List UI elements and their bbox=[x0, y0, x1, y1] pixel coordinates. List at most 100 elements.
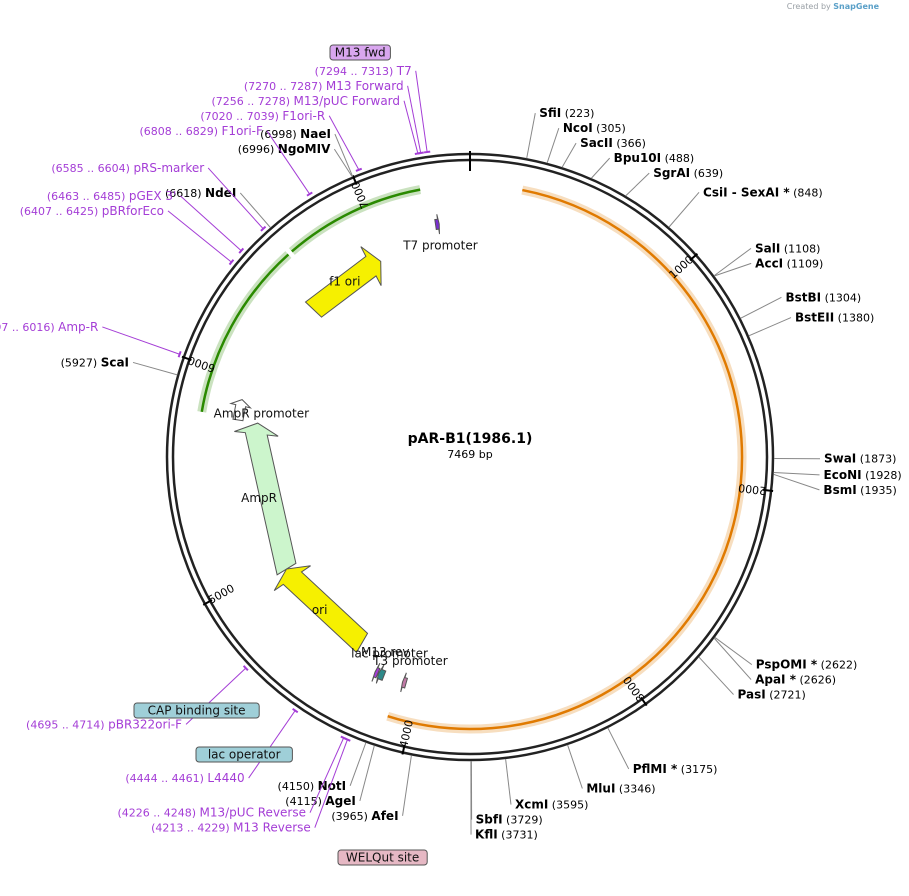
feature-arrow-f1-ori bbox=[304, 246, 382, 318]
enzyme-pos: (4115) bbox=[285, 795, 325, 808]
enzyme-leader-mlui bbox=[567, 744, 583, 789]
enzyme-pos: (3731) bbox=[498, 829, 538, 842]
primer-name: pBRforEco bbox=[102, 204, 164, 218]
primer-label-amp-r: (5997 .. 6016) Amp-R bbox=[0, 320, 98, 334]
plasmid-backbone bbox=[165, 151, 775, 762]
tick-mark-6000 bbox=[181, 355, 192, 361]
primer-name: L4440 bbox=[207, 771, 244, 785]
box-label-cap-binding-site: CAP binding site bbox=[148, 704, 246, 718]
primer-name: T7 bbox=[396, 64, 412, 78]
tick-label-7000: 7000 bbox=[349, 180, 372, 211]
enzyme-leader-xcmi bbox=[505, 758, 512, 805]
enzyme-pos: (848) bbox=[790, 186, 823, 199]
tick-mark-2000 bbox=[763, 488, 774, 492]
primer-label-pgex-3: (6463 .. 6485) pGEX 3' bbox=[47, 189, 177, 203]
snapgene-credit: Created by SnapGene bbox=[787, 2, 879, 11]
feature-label-f1-ori: f1 ori bbox=[329, 275, 360, 289]
enzyme-name: CsiI - SexAI * bbox=[703, 185, 790, 199]
enzyme-name: PasI bbox=[738, 688, 766, 702]
enzyme-leader-sacii bbox=[561, 142, 577, 168]
enzyme-pos: (366) bbox=[613, 137, 646, 150]
enzyme-label-sacii: SacII (366) bbox=[580, 136, 646, 150]
primer-name: pGEX 3' bbox=[129, 189, 176, 203]
enzyme-label-pflmi: PflMI * (3175) bbox=[633, 762, 718, 776]
primer-label-m13-reverse: (4213 .. 4229) M13 Reverse bbox=[151, 821, 311, 835]
enzyme-leader-sali bbox=[713, 247, 752, 277]
enzyme-label-sgrai: SgrAI (639) bbox=[653, 166, 723, 180]
primer-leader-f1ori-r bbox=[328, 115, 360, 171]
enzyme-label-sbfi: SbfI (3729) bbox=[476, 813, 543, 827]
enzyme-pos: (3729) bbox=[503, 814, 543, 827]
primer-mark-l4440 bbox=[292, 707, 299, 714]
enzyme-leader-apai bbox=[713, 637, 752, 680]
box-m13-fwd bbox=[329, 44, 391, 61]
enzyme-label-apai: ApaI * (2626) bbox=[755, 673, 836, 687]
enzyme-name: EcoNI bbox=[824, 468, 862, 482]
primer-label-pbrforeco: (6407 .. 6425) pBRforEco bbox=[20, 204, 164, 218]
enzyme-name: NotI bbox=[318, 779, 347, 793]
primer-pos: (7256 .. 7278) bbox=[211, 95, 293, 108]
enzyme-name: ScaI bbox=[101, 355, 129, 369]
enzyme-leader-naei bbox=[334, 133, 354, 177]
primer-label-m13-puc-forward: (7256 .. 7278) M13/pUC Forward bbox=[211, 94, 400, 108]
primer-name: F1ori-R bbox=[282, 109, 325, 123]
enzyme-leader-pflmi bbox=[607, 727, 630, 770]
enzyme-name: NdeI bbox=[205, 186, 236, 200]
primer-label-pbr322ori-f: (4695 .. 4714) pBR322ori-F bbox=[26, 717, 182, 731]
enzyme-name: NcoI bbox=[563, 121, 593, 135]
enzyme-label-csii-sexai: CsiI - SexAI * (848) bbox=[703, 185, 823, 199]
enzyme-leader-ncoi bbox=[546, 127, 560, 164]
enzyme-pos: (1928) bbox=[862, 469, 902, 482]
feature-arrow-ampr-promoter bbox=[229, 399, 253, 422]
primer-mark-f1ori-r bbox=[355, 167, 363, 172]
primer-leader-m13-puc-reverse bbox=[309, 737, 345, 813]
primer-label-f1ori-f: (6808 .. 6829) F1ori-F bbox=[139, 124, 263, 138]
feature-label-t7-promoter: T7 promoter bbox=[402, 239, 478, 253]
enzyme-label-econi: EcoNI (1928) bbox=[824, 468, 902, 482]
orf-arc-0 bbox=[387, 188, 744, 731]
enzyme-leader-sgrai bbox=[625, 172, 650, 197]
orf-arc-2 bbox=[291, 188, 421, 253]
box-cap-binding-site bbox=[133, 702, 260, 719]
enzyme-leader-bpu10i bbox=[590, 157, 611, 179]
enzyme-name: SfiI bbox=[539, 106, 561, 120]
enzyme-pos: (223) bbox=[561, 107, 594, 120]
tick-label-2000: 2000 bbox=[738, 481, 767, 497]
feature-arrow-t7-promoter bbox=[434, 214, 440, 235]
tick-label-4000: 4000 bbox=[397, 719, 416, 749]
enzyme-pos: (3595) bbox=[548, 799, 588, 812]
orf-arc-1 bbox=[200, 253, 290, 413]
enzyme-pos: (1108) bbox=[780, 242, 820, 255]
tick-label-5000: 5000 bbox=[206, 582, 237, 607]
enzyme-name: KflI bbox=[475, 828, 498, 842]
enzyme-leader-sfii bbox=[526, 113, 536, 159]
enzyme-name: AgeI bbox=[325, 794, 355, 808]
tick-mark-7000 bbox=[351, 175, 358, 186]
primer-label-m13-forward: (7270 .. 7287) M13 Forward bbox=[244, 79, 404, 93]
feature-label-ampr: AmpR bbox=[241, 491, 277, 505]
enzyme-label-sfii: SfiI (223) bbox=[539, 106, 594, 120]
enzyme-name: PspOMI * bbox=[756, 658, 818, 672]
primer-leader-prs-marker bbox=[207, 167, 264, 230]
enzyme-pos: (3175) bbox=[677, 763, 717, 776]
primer-label-m13-puc-reverse: (4226 .. 4248) M13/pUC Reverse bbox=[117, 806, 306, 820]
enzyme-pos: (1380) bbox=[834, 312, 874, 325]
enzyme-pos: (1304) bbox=[821, 291, 861, 304]
primer-pos: (6808 .. 6829) bbox=[139, 125, 221, 138]
enzyme-label-bstbi: BstBI (1304) bbox=[785, 290, 861, 304]
credit-brand: SnapGene bbox=[833, 2, 879, 11]
primer-label-l4440: (4444 .. 4461) L4440 bbox=[125, 771, 244, 785]
primer-name: pBR322ori-F bbox=[108, 717, 182, 731]
enzyme-leader-bstbi bbox=[740, 296, 782, 319]
primer-label-f1ori-r: (7020 .. 7039) F1ori-R bbox=[200, 109, 325, 123]
primer-pos: (6585 .. 6604) bbox=[51, 162, 133, 175]
enzyme-label-acci: AccI (1109) bbox=[755, 256, 823, 270]
primer-leader-pbrforeco bbox=[167, 210, 232, 263]
primer-name: F1ori-F bbox=[222, 124, 263, 138]
primer-mark-amp-r bbox=[177, 351, 182, 358]
enzyme-name: BstEII bbox=[795, 311, 834, 325]
plasmid-name: pAR-B1(1986.1) bbox=[408, 431, 533, 447]
primer-pos: (7294 .. 7313) bbox=[315, 65, 397, 78]
enzyme-label-swai: SwaI (1873) bbox=[824, 452, 896, 466]
